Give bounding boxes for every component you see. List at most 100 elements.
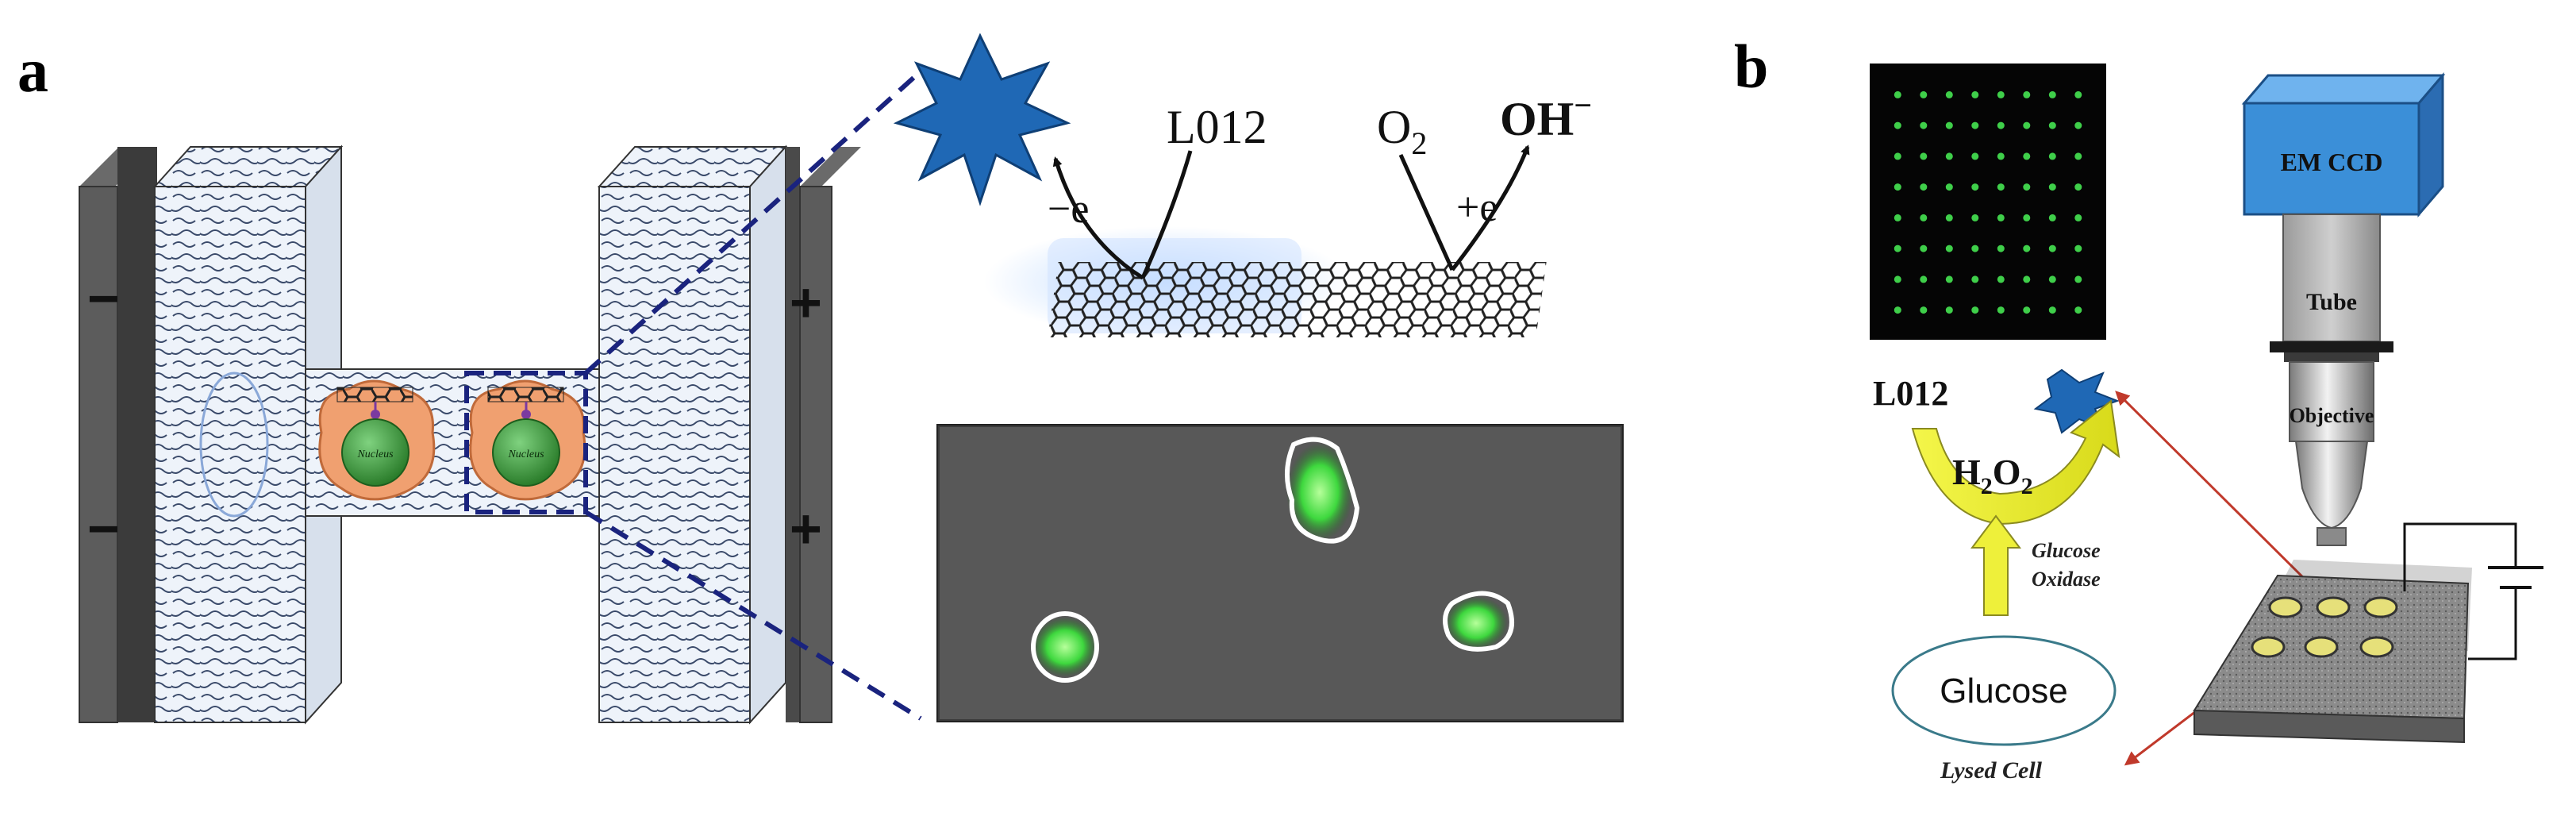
array-spot	[1894, 90, 1901, 98]
micrograph-cell-2	[1031, 611, 1099, 683]
array-spot	[2048, 90, 2056, 98]
array-spot	[1997, 306, 2005, 314]
array-spot	[1945, 306, 1953, 314]
array-spot	[1997, 121, 2005, 129]
microwell-array-image	[1870, 64, 2106, 340]
nucleus-2-label: Nucleus	[507, 449, 544, 460]
array-spot	[1971, 214, 1979, 221]
left-reservoir	[154, 186, 306, 723]
array-spot	[1997, 152, 2005, 160]
tube	[2282, 214, 2381, 342]
array-spot	[1945, 275, 1953, 283]
nucleus-1-label: Nucleus	[356, 449, 394, 460]
objective	[2289, 361, 2374, 442]
array-spot	[1920, 121, 1928, 129]
array-spot	[2048, 245, 2056, 252]
array-spot	[1971, 183, 1979, 191]
reaction-arrow	[1911, 399, 2120, 526]
tube-label: Tube	[2306, 289, 2357, 315]
micrograph-cell-1	[1284, 437, 1360, 544]
panel-a-letter: a	[17, 36, 48, 105]
panel-b-letter: b	[1734, 32, 1768, 101]
right-electrode	[799, 186, 832, 723]
array-spot	[2048, 183, 2056, 191]
camera-label: EM CCD	[2281, 148, 2383, 176]
array-spot	[2074, 121, 2082, 129]
array-spot	[1997, 245, 2005, 252]
right-reservoir	[598, 186, 751, 723]
array-spot	[2048, 214, 2056, 221]
array-spot	[1971, 121, 1979, 129]
array-spot	[1971, 152, 1979, 160]
array-spot	[2048, 275, 2056, 283]
array-spot	[1894, 275, 1901, 283]
array-spot	[1997, 90, 2005, 98]
lysed-cell-label: Lysed Cell	[1940, 757, 2043, 784]
up-arrow	[1970, 514, 2021, 616]
array-spot	[1920, 90, 1928, 98]
minus-sign-bottom: −	[87, 498, 120, 560]
array-spot	[2048, 121, 2056, 129]
array-spot	[2023, 152, 2031, 160]
array-spot	[1945, 183, 1953, 191]
array-spot	[2074, 245, 2082, 252]
array-spot	[1997, 183, 2005, 191]
array-spot	[1894, 245, 1901, 252]
array-spot	[2048, 152, 2056, 160]
graphene-sheet	[1048, 262, 1547, 337]
array-spot	[1894, 214, 1901, 221]
array-spot	[1971, 275, 1979, 283]
luminescence-star	[893, 33, 1071, 206]
nucleus-1	[341, 418, 409, 487]
wells	[2251, 596, 2398, 658]
electrophoresis-device: − − + + Nucleus Nucleus	[79, 144, 861, 725]
array-spot	[2074, 306, 2082, 314]
minus-sign-top: −	[87, 268, 120, 329]
plus-sign-top: +	[790, 271, 822, 333]
array-spot	[1997, 214, 2005, 221]
glucose-label: Glucose	[1940, 672, 2067, 710]
microwell-chip	[2193, 522, 2543, 744]
array-spot	[2074, 275, 2082, 283]
array-spot	[2074, 183, 2082, 191]
array-spot	[1971, 306, 1979, 314]
zoom-box	[464, 371, 588, 514]
array-spot	[1894, 121, 1901, 129]
em-ccd-camera	[2243, 102, 2420, 216]
array-spot	[2023, 306, 2031, 314]
array-spot	[1945, 245, 1953, 252]
microscope: EM CCD Tube Objective	[2241, 71, 2446, 546]
array-spot	[1945, 214, 1953, 221]
array-spot	[2023, 90, 2031, 98]
array-spot	[1997, 275, 2005, 283]
array-spot	[1920, 245, 1928, 252]
array-spot	[1971, 90, 1979, 98]
array-spot	[2023, 121, 2031, 129]
array-spot	[2023, 275, 2031, 283]
micrograph-cell-3	[1443, 591, 1514, 652]
cell-2: Nucleus	[469, 379, 586, 501]
circuit-wire	[2403, 522, 2517, 591]
reductant-label: L012	[1167, 101, 1267, 153]
reduction-label: +e	[1456, 185, 1498, 230]
substrate-label: L012	[1873, 374, 1948, 413]
cell-micrograph	[936, 424, 1624, 722]
array-spot	[1945, 152, 1953, 160]
reduction-arrow	[1451, 144, 1530, 271]
cell-1: Nucleus	[318, 379, 436, 501]
red-arrow-up	[2115, 391, 2335, 609]
array-spot	[1945, 90, 1953, 98]
glucose-ellipse	[1891, 635, 2117, 746]
array-spot	[2048, 306, 2056, 314]
array-spot	[1945, 121, 1953, 129]
nucleus-2	[492, 418, 560, 487]
objective-label: Objective	[2290, 404, 2374, 427]
array-spot	[2074, 90, 2082, 98]
array-spot	[1920, 275, 1928, 283]
array-spot	[1971, 245, 1979, 252]
array-spot	[2074, 214, 2082, 221]
array-spot	[1894, 152, 1901, 160]
array-spot	[2023, 245, 2031, 252]
enzyme-pathway: L012 H2O2 Glucose Oxidase Glucose Lysed …	[1873, 368, 2120, 784]
